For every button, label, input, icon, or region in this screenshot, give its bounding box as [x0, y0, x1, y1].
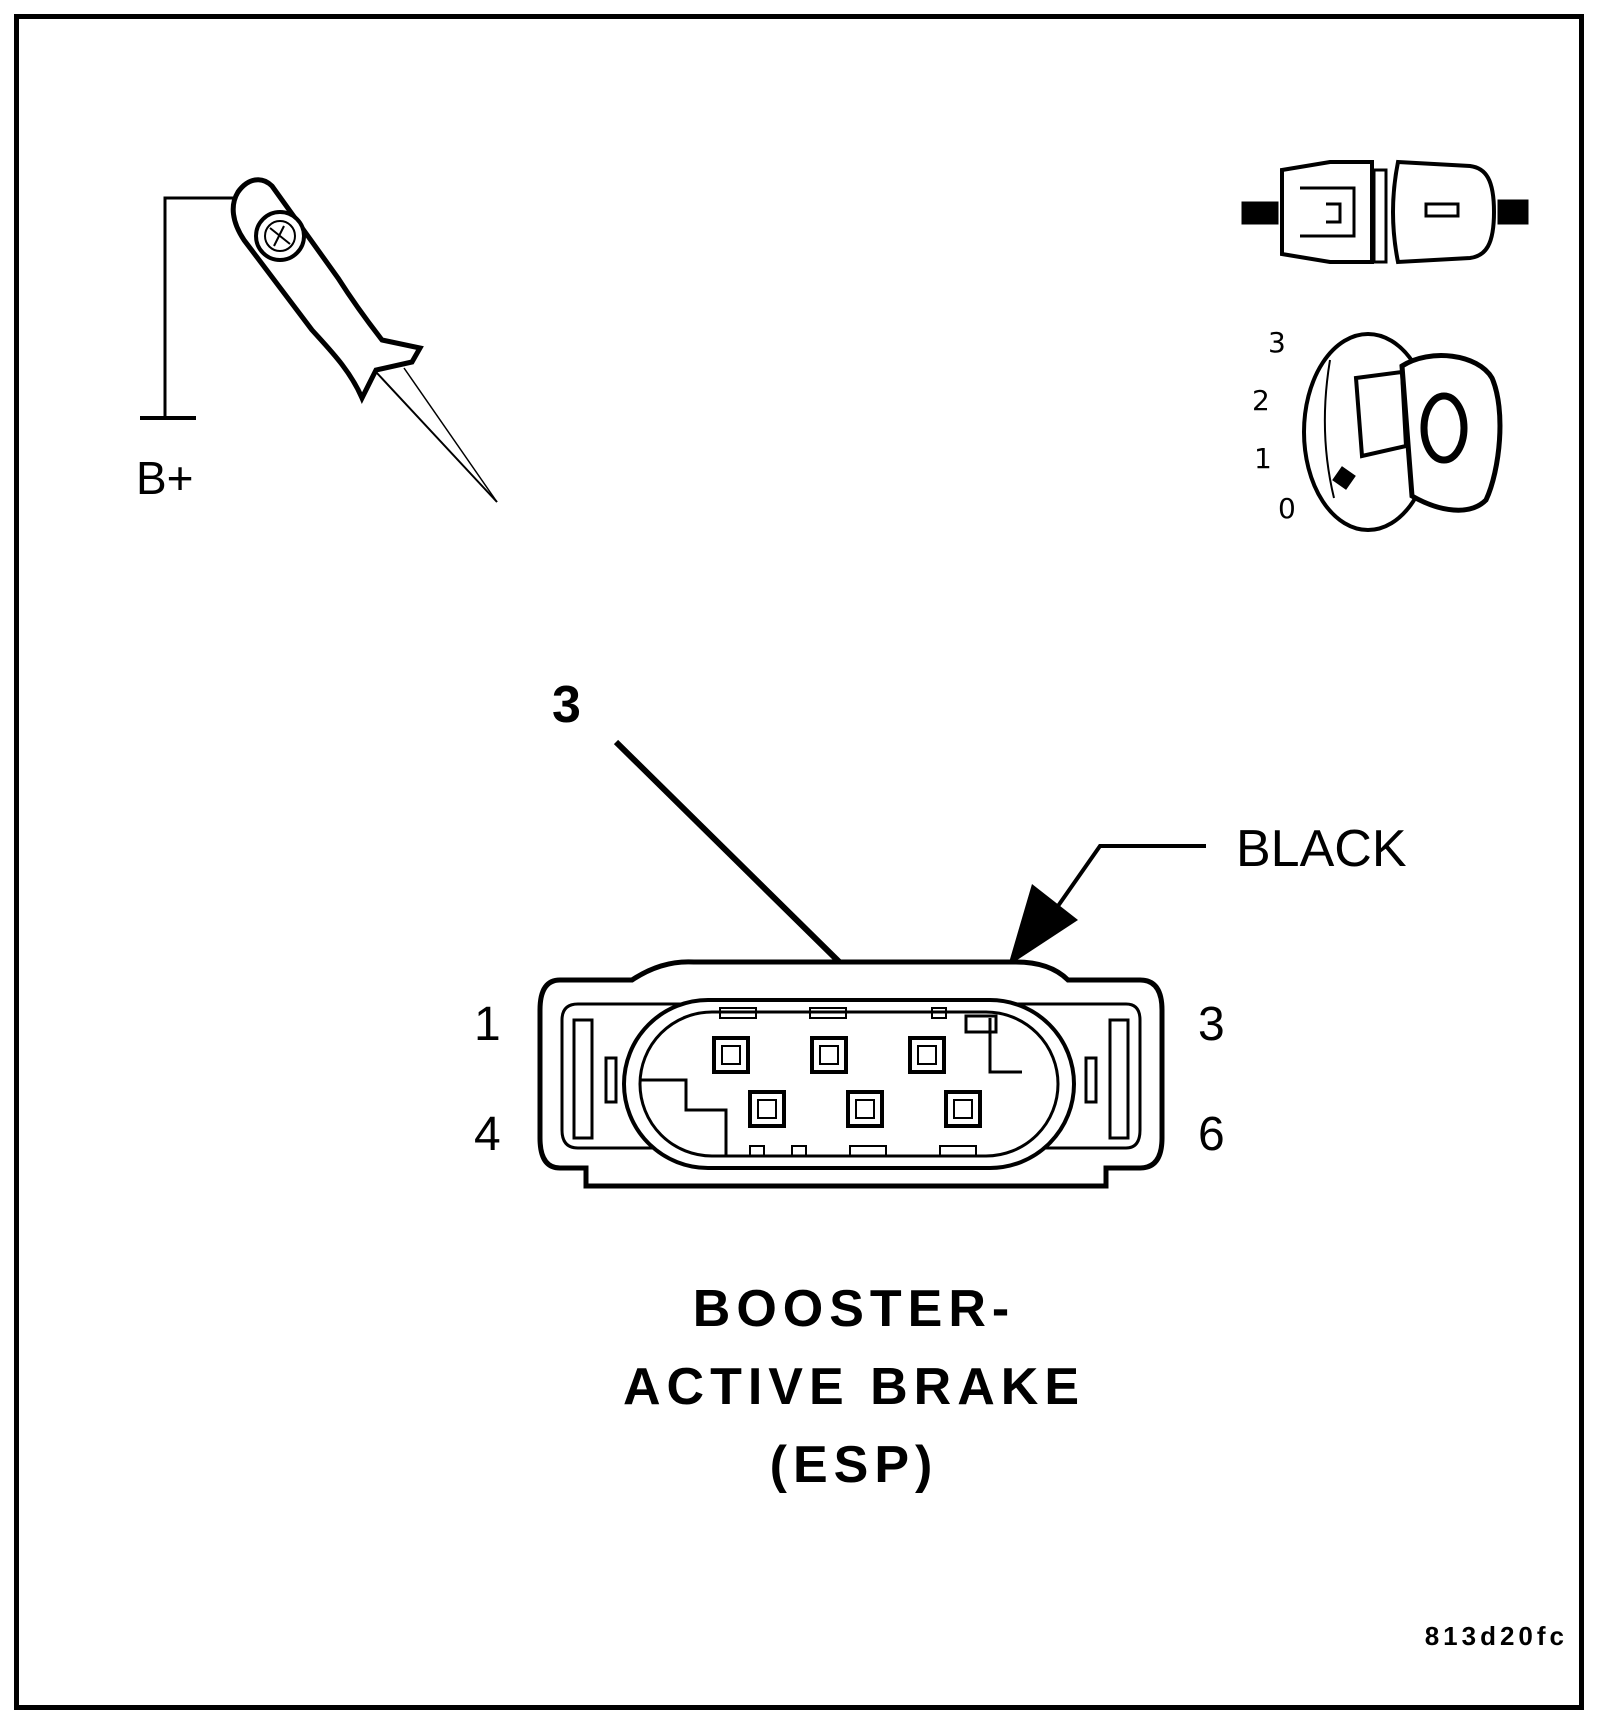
ignition-position-2: 2: [1252, 384, 1270, 417]
cavity-pin-3: [908, 1036, 946, 1074]
connector-cavities: [712, 1036, 982, 1128]
figure-id: 813d20fc: [1425, 1621, 1568, 1651]
pin-number-top-left: 1: [474, 998, 501, 1051]
test-light-probe-icon: [140, 177, 498, 503]
connector-color-arrow: [1008, 844, 1206, 966]
esp-connector: [537, 959, 1165, 1189]
figure-frame: [14, 14, 1584, 1710]
ignition-switch-icon: [1302, 332, 1503, 532]
callout-pin-label: 3: [552, 676, 581, 734]
connector-title-line-1: BOOSTER-: [693, 1280, 1015, 1338]
cavity-pin-5: [846, 1090, 884, 1128]
disconnected-connector-icon: [1241, 159, 1529, 265]
cavity-pin-4: [748, 1090, 786, 1128]
cavity-pin-1: [712, 1036, 750, 1074]
supply-label: B+: [136, 452, 194, 504]
cavity-pin-6: [944, 1090, 982, 1128]
connector-color-label: BLACK: [1236, 820, 1407, 878]
ignition-position-1: 1: [1254, 442, 1272, 475]
cavity-pin-2: [810, 1036, 848, 1074]
pin-number-bottom-right: 6: [1198, 1108, 1225, 1161]
ignition-position-0: 0: [1278, 492, 1296, 525]
pin-number-bottom-left: 4: [474, 1108, 501, 1161]
ignition-position-3: 3: [1268, 326, 1286, 359]
connector-title-line-2: ACTIVE BRAKE: [623, 1358, 1085, 1416]
connector-title-line-3: (ESP): [770, 1436, 939, 1494]
pin-number-top-right: 3: [1198, 998, 1225, 1051]
